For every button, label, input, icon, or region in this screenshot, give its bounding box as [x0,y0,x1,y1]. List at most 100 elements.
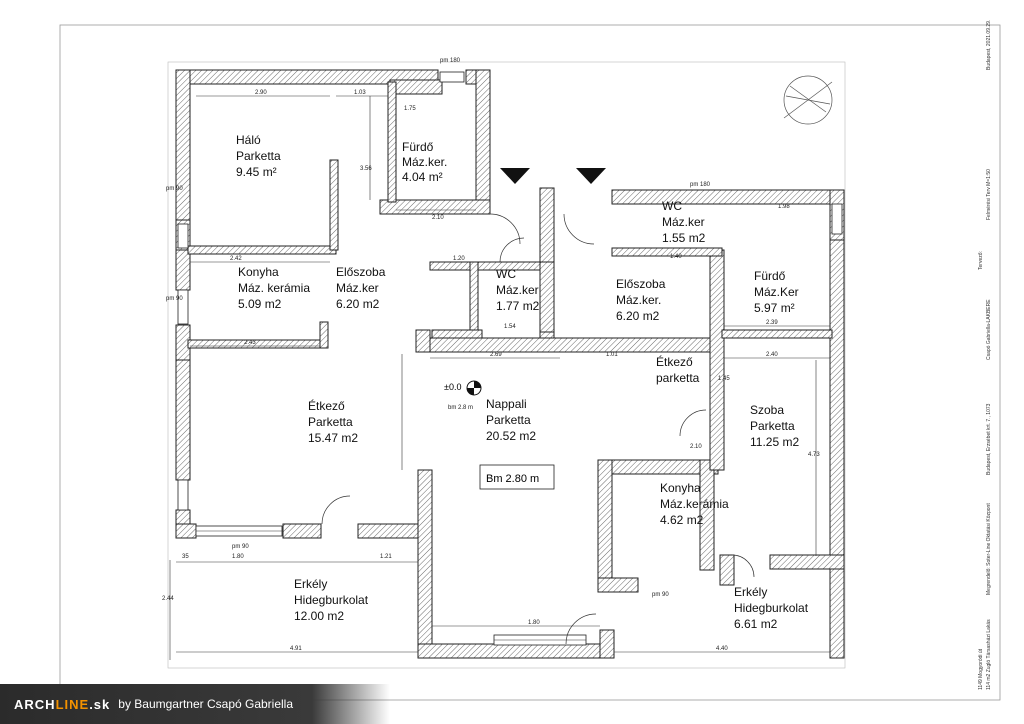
svg-text:Máz.ker.: Máz.ker. [402,155,447,169]
svg-text:Parketta: Parketta [308,415,353,429]
svg-text:35: 35 [182,554,189,560]
svg-text:Konyha: Konyha [660,481,701,495]
svg-text:2.90: 2.90 [255,90,267,96]
svg-text:Csapó Gabriella-LAKBERE: Csapó Gabriella-LAKBERE [986,299,992,360]
walls [175,69,845,659]
svg-text:1149 Mogyoródi út: 1149 Mogyoródi út [978,648,984,690]
svg-text:5.09 m2: 5.09 m2 [238,297,282,311]
svg-text:11.25 m2: 11.25 m2 [750,435,799,449]
svg-text:pm 90: pm 90 [652,592,669,598]
svg-text:Étkező: Étkező [656,354,693,369]
svg-text:20.52 m2: 20.52 m2 [486,429,536,443]
svg-text:2.42: 2.42 [230,256,242,262]
svg-text:1.20: 1.20 [453,256,465,262]
svg-text:1.80: 1.80 [232,554,244,560]
svg-text:parketta: parketta [656,371,700,385]
svg-text:4.91: 4.91 [290,646,302,652]
svg-text:pm 180: pm 180 [440,58,461,64]
svg-text:Erkély: Erkély [734,585,767,599]
svg-text:Konyha: Konyha [238,265,279,279]
svg-text:Máz.ker: Máz.ker [496,283,539,297]
svg-text:12.00 m2: 12.00 m2 [294,609,344,623]
svg-text:2.10: 2.10 [690,444,702,450]
level-mark: ±0.0 [444,382,461,392]
svg-text:1.03: 1.03 [354,90,366,96]
doors [321,213,755,645]
room-height: Bm 2.80 m [486,473,539,485]
dimensions: pm 180 2.90 1.03 1.75 2.10 2.42 1.20 2.4… [162,58,830,660]
windows [177,71,843,646]
svg-text:Budapest, Erzsébet krt. 7., 10: Budapest, Erzsébet krt. 7., 1073 [986,403,992,475]
svg-text:Tervező:: Tervező: [978,251,984,270]
svg-text:Fürdő: Fürdő [754,269,786,283]
svg-text:Erkély: Erkély [294,577,327,591]
svg-text:Étkező: Étkező [308,398,345,413]
svg-text:4.40: 4.40 [716,646,728,652]
level-marker: ±0.0 bm 2.8 m [444,380,482,411]
svg-text:1.54: 1.54 [504,324,516,330]
svg-text:1.40: 1.40 [670,254,682,260]
svg-text:2.10: 2.10 [432,215,444,221]
svg-text:Máz.ker: Máz.ker [336,281,379,295]
svg-text:pm 180: pm 180 [690,182,711,188]
svg-text:2.39: 2.39 [766,320,778,326]
svg-text:Nappali: Nappali [486,397,527,411]
svg-text:Máz. kerámia: Máz. kerámia [238,281,310,295]
svg-text:1.98: 1.98 [778,204,790,210]
svg-text:pm 90: pm 90 [166,296,183,302]
svg-text:Parketta: Parketta [236,149,281,163]
svg-text:Előszoba: Előszoba [336,265,386,279]
svg-text:2.44: 2.44 [162,596,174,602]
svg-text:1.21: 1.21 [380,554,392,560]
room-etkezo-2: Étkező parketta [656,354,700,385]
svg-text:1.45: 1.45 [718,376,730,382]
svg-text:4.04 m²: 4.04 m² [402,170,443,184]
svg-text:Háló: Háló [236,133,261,147]
svg-text:1.77 m2: 1.77 m2 [496,299,540,313]
svg-text:Máz.ker: Máz.ker [662,215,705,229]
svg-text:15.47 m2: 15.47 m2 [308,431,358,445]
svg-text:4.62 m2: 4.62 m2 [660,513,704,527]
entry-arrow-left [500,168,530,184]
svg-text:Szoba: Szoba [750,403,784,417]
svg-text:1.55 m2: 1.55 m2 [662,231,706,245]
svg-text:pm 90: pm 90 [166,186,183,192]
svg-text:Parketta: Parketta [486,413,531,427]
brand-banner: ARCHLINE.sk by Baumgartner Csapó Gabriel… [0,684,390,724]
north-arrow-icon [783,75,833,125]
svg-text:5.97 m²: 5.97 m² [754,301,795,315]
partitions [187,81,833,353]
entry-arrow-right [576,168,606,184]
svg-text:2.69: 2.69 [490,352,502,358]
svg-text:pm 90: pm 90 [232,544,249,550]
svg-text:9.45 m²: 9.45 m² [236,165,277,179]
svg-text:3.56: 3.56 [360,166,372,172]
title-block: Budapest, 2021.09.29. Felmérési Terv M=1… [978,20,992,690]
svg-text:Hidegburkolat: Hidegburkolat [294,593,369,607]
svg-text:Felmérési Terv M=1:50: Felmérési Terv M=1:50 [986,169,992,220]
svg-text:2.40: 2.40 [766,352,778,358]
level-sub: bm 2.8 m [448,405,473,411]
svg-text:Előszoba: Előszoba [616,277,666,291]
svg-text:Fürdő: Fürdő [402,140,434,154]
svg-text:Parketta: Parketta [750,419,795,433]
svg-text:Megrendelő: Soter-Line Oktatás: Megrendelő: Soter-Line Oktatási Központ [986,503,992,595]
svg-text:1.80: 1.80 [528,620,540,626]
svg-text:6.20 m2: 6.20 m2 [616,309,660,323]
svg-text:1.01: 1.01 [606,352,618,358]
svg-text:4.73: 4.73 [808,452,820,458]
svg-text:1.75: 1.75 [404,106,416,112]
sheet-border [59,24,1001,701]
svg-text:6.20 m2: 6.20 m2 [336,297,380,311]
